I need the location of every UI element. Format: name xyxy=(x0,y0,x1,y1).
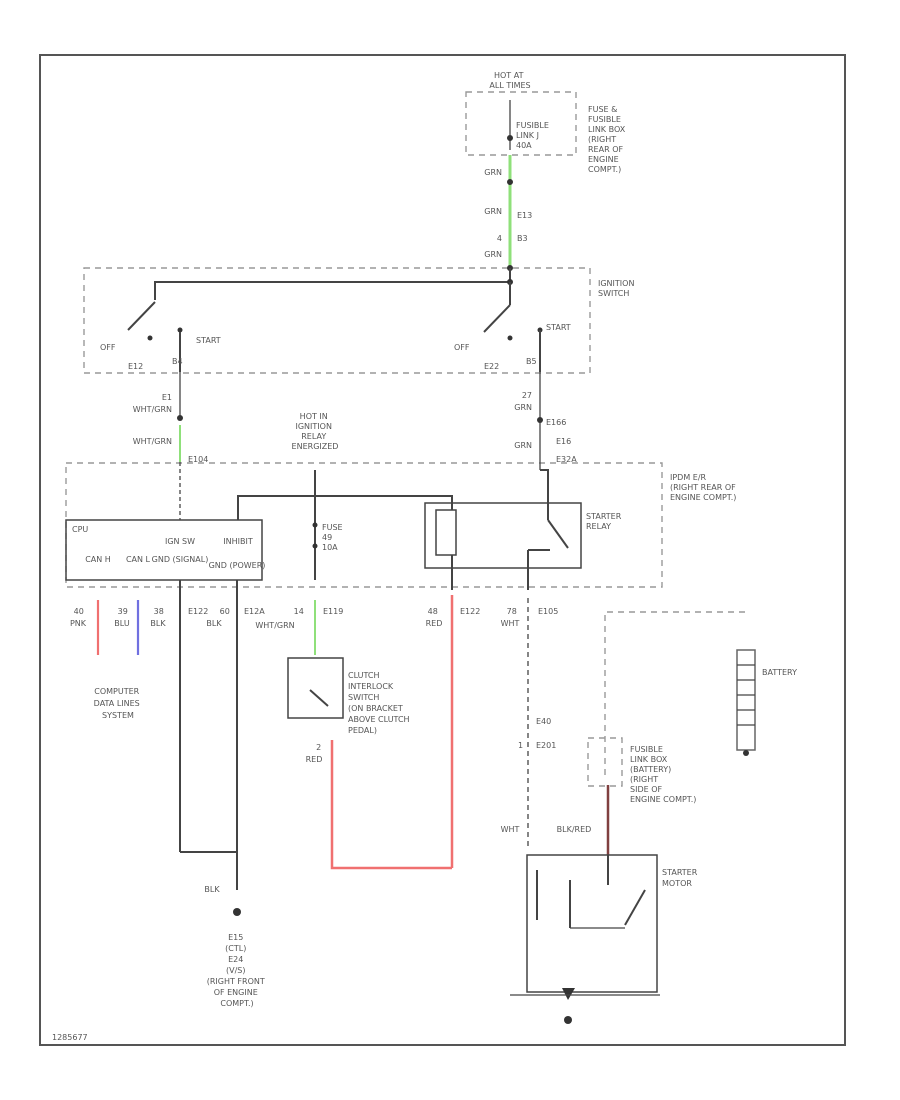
ignition-switch-outline xyxy=(83,267,591,374)
wire-red-clutch xyxy=(330,740,452,870)
label-w-red1: 48 RED xyxy=(426,607,443,628)
label-w-whtgrn3: 14 WHT/GRN xyxy=(255,607,306,630)
ign-right-off-contact xyxy=(507,335,513,341)
label-ign-sw: IGN SW xyxy=(165,537,195,546)
label-w-grn3: GRN xyxy=(484,250,502,259)
label-c-e13: E13 xyxy=(517,211,532,220)
label-ground: E15 (CTL) E24 (V/S) (RIGHT FRONT OF ENGI… xyxy=(207,933,268,1008)
label-figure-id: 1285677 xyxy=(52,1033,88,1042)
starter-motor-box xyxy=(526,854,658,993)
wire-start-to-relay xyxy=(540,469,549,520)
label-w-blu: 39 BLU xyxy=(114,607,130,628)
label-w-blkred: BLK/RED xyxy=(557,825,592,834)
fuse-49-dot-bot xyxy=(312,543,318,549)
label-c-1: 1 xyxy=(518,741,523,750)
splice-grn-1 xyxy=(507,179,513,185)
label-w-blk1: 38 BLK xyxy=(150,607,166,628)
ign-left-off-contact xyxy=(147,335,153,341)
label-ipdm: IPDM E/R (RIGHT REAR OF ENGINE COMPT.) xyxy=(670,473,738,502)
label-starter-motor: STARTER MOTOR xyxy=(662,868,700,888)
ign-bus xyxy=(154,268,511,300)
splice-start xyxy=(537,417,543,423)
clutch-switch-blade xyxy=(309,689,329,707)
ign-right-blade xyxy=(483,304,511,333)
battery-fuse-box xyxy=(587,737,623,787)
label-c-4: 4 xyxy=(497,234,502,243)
label-c-e104: E104 xyxy=(188,455,208,464)
label-can-h: CAN H xyxy=(85,555,111,564)
label-c-b3: B3 xyxy=(517,234,528,243)
label-c-27: 27 xyxy=(522,391,532,400)
label-w-pnk: 40 PNK xyxy=(70,607,87,628)
label-w-red2: 2 RED xyxy=(306,743,324,764)
label-battery: BATTERY xyxy=(762,668,797,677)
label-c-e16: E16 xyxy=(556,437,571,446)
starter-relay-blade xyxy=(547,519,569,549)
label-ignition-switch: IGNITION SWITCH xyxy=(598,279,637,298)
fuse-box-top-outline xyxy=(465,91,577,156)
battery-ground-dot xyxy=(743,750,749,756)
label-inhibit: INHIBIT xyxy=(223,537,253,546)
splice-e1 xyxy=(177,415,183,421)
label-c-e105: E105 xyxy=(538,607,558,616)
label-hot-ign-relay: HOT IN IGNITION RELAY ENERGIZED xyxy=(292,412,339,451)
starter-motor-blade xyxy=(624,889,646,926)
label-c-e12: E12 xyxy=(128,362,143,371)
starter-motor-ground xyxy=(564,1016,572,1024)
label-hot-at-all-times: HOT AT ALL TIMES xyxy=(489,71,530,90)
label-w-blk3: BLK xyxy=(204,885,220,894)
starter-relay-box xyxy=(424,502,582,569)
label-c-e122: E122 xyxy=(188,607,208,616)
label-cpu: CPU xyxy=(72,525,88,534)
label-computer-data: COMPUTER DATA LINES SYSTEM xyxy=(94,687,143,720)
label-c-e1-top: E1 xyxy=(162,393,172,402)
label-c-b4: B4 xyxy=(172,357,183,366)
label-fusible-link-j: FUSIBLE LINK J 40A xyxy=(516,121,551,150)
label-w-wht2: WHT xyxy=(501,825,520,834)
label-clutch-switch: CLUTCH INTERLOCK SWITCH (ON BRACKET ABOV… xyxy=(348,671,412,735)
label-gnd-power: GND (POWER) xyxy=(209,561,266,570)
label-fuse-box-top: FUSE & FUSIBLE LINK BOX (RIGHT REAR OF E… xyxy=(588,105,628,174)
starter-motor-armature xyxy=(562,988,575,1000)
label-c-b5: B5 xyxy=(526,357,537,366)
label-gnd-signal: GND (SIGNAL) xyxy=(152,555,209,564)
ipdm-inhibit-bus xyxy=(237,495,453,520)
label-starter-relay: STARTER RELAY xyxy=(586,512,624,531)
label-w-grn2: GRN xyxy=(484,207,502,216)
label-w-grn5: GRN xyxy=(514,441,532,450)
label-fuse-49: FUSE 49 10A xyxy=(322,523,345,552)
label-c-e166: E166 xyxy=(546,418,566,427)
label-start-right: START xyxy=(546,323,571,332)
label-w-wht1: 78 WHT xyxy=(501,607,520,628)
fuse-49-dot-top xyxy=(312,522,318,528)
label-c-e32a: E32A xyxy=(556,455,577,464)
label-c-e201: E201 xyxy=(536,741,556,750)
label-can-l: CAN L xyxy=(126,555,151,564)
diagram-border xyxy=(39,54,846,1046)
label-start-left: START xyxy=(196,336,221,345)
ground-dot xyxy=(233,908,241,916)
clutch-switch-box xyxy=(287,657,344,719)
label-w-blk2: 60 BLK xyxy=(206,607,232,628)
starter-relay-coil xyxy=(435,509,457,556)
label-c-e119: E119 xyxy=(323,607,343,616)
label-c-e122b: E122 xyxy=(460,607,480,616)
label-w-whtgrn2: WHT/GRN xyxy=(133,437,172,446)
battery-fuse-leader xyxy=(604,611,745,775)
label-c-e12a: E12A xyxy=(244,607,265,616)
label-c-e22: E22 xyxy=(484,362,499,371)
ign-left-blade xyxy=(127,301,156,331)
label-w-grn4: GRN xyxy=(514,403,532,412)
label-w-grn1: GRN xyxy=(484,168,502,177)
label-w-whtgrn1: WHT/GRN xyxy=(133,405,172,414)
label-fuse-battery: FUSIBLE LINK BOX (BATTERY) (RIGHT SIDE O… xyxy=(630,745,696,804)
label-off-left: OFF xyxy=(100,343,116,352)
fusible-link-j-dot xyxy=(507,135,513,141)
ign-left-start-contact xyxy=(177,327,183,333)
label-off-right: OFF xyxy=(454,343,470,352)
cpu-box xyxy=(65,519,263,581)
label-c-e40: E40 xyxy=(536,717,551,726)
